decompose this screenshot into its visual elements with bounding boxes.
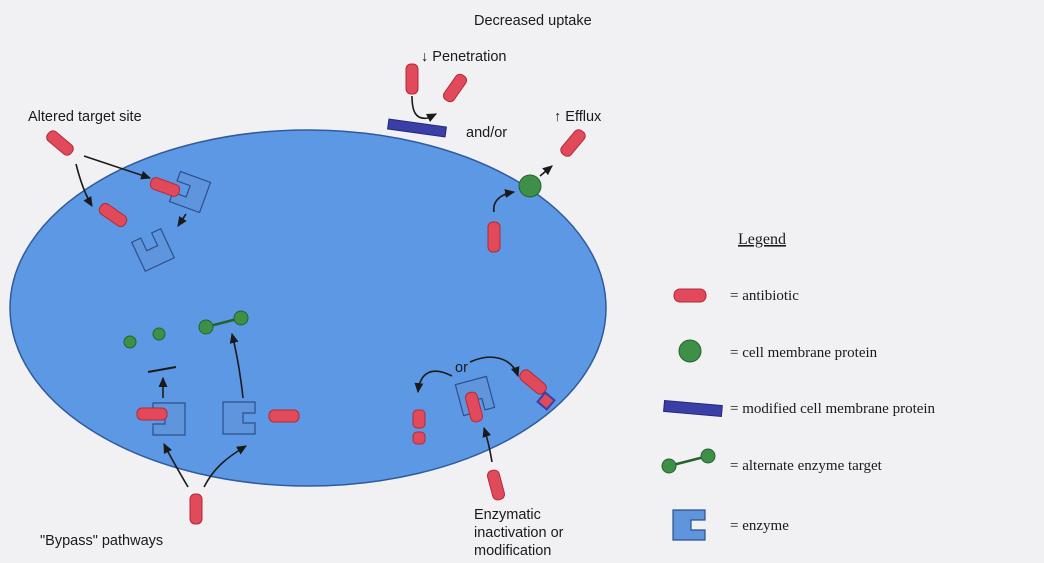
antibiotic-not-bound bbox=[269, 410, 299, 422]
legend-alternate-target-icon bbox=[662, 449, 715, 473]
antibiotic-effluxed bbox=[559, 128, 587, 159]
and-or-label: and/or bbox=[466, 125, 507, 141]
legend-modified-protein-label: = modified cell membrane protein bbox=[730, 401, 936, 417]
antibiotic-bypass-source bbox=[190, 494, 202, 524]
legend-modified-protein-icon bbox=[664, 400, 723, 416]
bypass-pathways-label: "Bypass" pathways bbox=[40, 533, 163, 549]
efflux-label: ↑ Efflux bbox=[554, 109, 602, 125]
antibiotic-blocked bbox=[406, 64, 418, 94]
legend: Legend = antibiotic = cell membrane prot… bbox=[662, 231, 936, 540]
legend-membrane-protein-label: = cell membrane protein bbox=[730, 345, 878, 361]
legend-enzyme-label: = enzyme bbox=[730, 518, 789, 534]
efflux-membrane-protein bbox=[519, 175, 541, 197]
legend-antibiotic-icon bbox=[674, 289, 706, 302]
modified-membrane-protein bbox=[388, 119, 447, 137]
legend-membrane-protein-icon bbox=[679, 340, 701, 362]
pathway-protein-2 bbox=[153, 328, 165, 340]
decreased-uptake-label: Decreased uptake bbox=[474, 13, 592, 29]
antibiotic-inhibitor bbox=[137, 408, 167, 420]
legend-title: Legend bbox=[738, 231, 786, 248]
legend-alternate-target-label: = alternate enzyme target bbox=[730, 458, 883, 474]
pathway-protein-1 bbox=[124, 336, 136, 348]
penetration-label: ↓ Penetration bbox=[421, 49, 506, 65]
down-arrow-icon: ↓ bbox=[421, 49, 428, 65]
legend-enzyme-icon bbox=[673, 510, 705, 540]
bacterial-cell bbox=[10, 130, 606, 486]
or-label: or bbox=[455, 360, 468, 376]
antibiotic-deflected bbox=[441, 72, 468, 103]
legend-antibiotic-label: = antibiotic bbox=[730, 288, 799, 304]
antibiotic-inside bbox=[488, 222, 500, 252]
altered-target-site-label: Altered target site bbox=[28, 109, 142, 125]
antibiotic-cleaved bbox=[413, 410, 425, 444]
enzymatic-label: Enzymatic inactivation or modification bbox=[474, 507, 568, 559]
up-arrow-icon: ↑ bbox=[554, 109, 561, 125]
antibiotic-enzymatic-source bbox=[486, 469, 505, 501]
antibiotic-target bbox=[45, 129, 76, 157]
